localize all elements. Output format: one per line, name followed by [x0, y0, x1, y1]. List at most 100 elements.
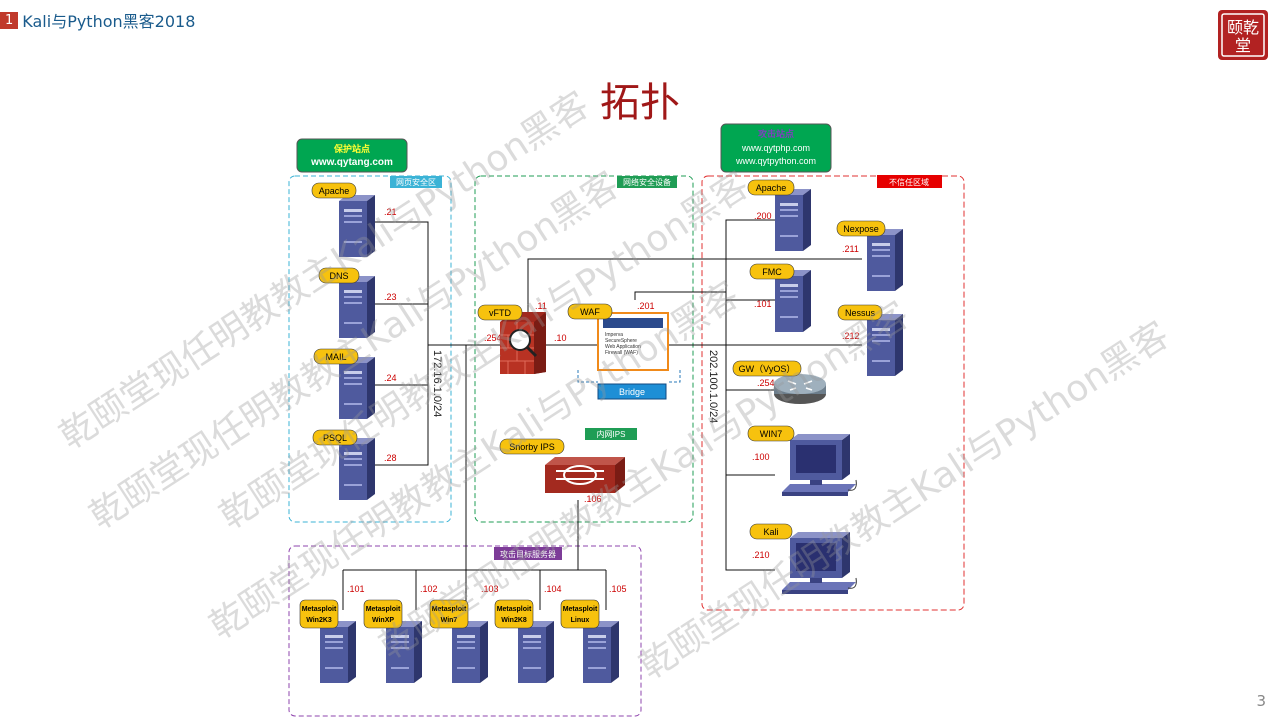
- slide-header: 1 Kali与Python黑客2018: [0, 10, 196, 31]
- left-host-name: PSQL: [323, 433, 347, 443]
- svg-text:.101: .101: [347, 584, 365, 594]
- web-zone-label: 网页安全区: [396, 177, 436, 187]
- right-network-lines: [725, 219, 862, 571]
- server-icon: [775, 189, 811, 251]
- left-host-ip: .24: [384, 373, 397, 383]
- svg-text:.105: .105: [609, 584, 627, 594]
- waf-device-icon: Imperva SecureSphere Web Application Fir…: [597, 312, 669, 371]
- svg-text:堂: 堂: [1235, 36, 1251, 55]
- svg-text:Apache: Apache: [756, 183, 787, 193]
- target-servers: [320, 621, 619, 683]
- security-zone-label: 网络安全设备: [623, 177, 671, 187]
- attacker-site-box: 攻击站点 www.qytphp.com www.qytpython.com: [720, 123, 832, 173]
- server-icon: [867, 314, 903, 376]
- security-zone-border: [474, 175, 694, 523]
- svg-text:.100: .100: [752, 452, 770, 462]
- page-title: 拓扑: [600, 80, 680, 126]
- protected-site-url: www.qytang.com: [310, 157, 393, 168]
- pc-icon: [781, 433, 857, 497]
- svg-text:.200: .200: [754, 211, 772, 221]
- svg-text:Win2K8: Win2K8: [501, 617, 527, 624]
- ips-device-icon: [545, 457, 625, 493]
- server-icon: [518, 621, 554, 683]
- protected-site-title: 保护站点: [333, 143, 370, 154]
- svg-text:颐乾: 颐乾: [1227, 18, 1259, 37]
- left-host-ip: .28: [384, 453, 397, 463]
- server-icon: [339, 276, 375, 338]
- bridge-label: Bridge: [619, 387, 645, 397]
- svg-text:.101: .101: [754, 299, 772, 309]
- router-icon: [774, 374, 826, 404]
- svg-text:.210: .210: [752, 550, 770, 560]
- svg-text:.104: .104: [544, 584, 562, 594]
- svg-text:Kali: Kali: [763, 527, 778, 537]
- vftd-ip-left: .254: [484, 333, 502, 343]
- svg-text:.254: .254: [757, 378, 775, 388]
- left-servers: [339, 195, 375, 500]
- server-icon: [583, 621, 619, 683]
- svg-text:.102: .102: [420, 584, 438, 594]
- right-network-label: 202.100.1.0/24: [707, 350, 719, 423]
- svg-text:FMC: FMC: [762, 267, 782, 277]
- svg-text:.103: .103: [481, 584, 499, 594]
- server-icon: [320, 621, 356, 683]
- vftd-name: vFTD: [489, 308, 511, 318]
- svg-text:Win7: Win7: [441, 617, 458, 624]
- targets-zone-label: 攻击目标服务器: [500, 549, 556, 559]
- left-host-ip: .23: [384, 292, 397, 302]
- left-host-name: Apache: [319, 186, 350, 196]
- svg-text:Web Application: Web Application: [605, 344, 641, 350]
- svg-text:Metasploit: Metasploit: [432, 606, 467, 613]
- svg-text:.212: .212: [842, 331, 860, 341]
- svg-text:GW（VyOS）: GW（VyOS）: [739, 364, 796, 374]
- svg-text:Win2K3: Win2K3: [306, 617, 332, 624]
- svg-text:Metasploit: Metasploit: [302, 606, 337, 613]
- vftd-ip-top: .11: [535, 301, 547, 311]
- attacker-site-url2: www.qytpython.com: [735, 156, 816, 166]
- course-title: Kali与Python黑客2018: [22, 12, 196, 31]
- left-host-name: MAIL: [325, 352, 346, 362]
- svg-text:Nessus: Nessus: [845, 308, 876, 318]
- svg-text:SecureSphere: SecureSphere: [605, 338, 637, 344]
- untrusted-zone-label: 不信任区域: [889, 177, 929, 187]
- left-host-name: DNS: [329, 271, 348, 281]
- svg-text:WinXP: WinXP: [372, 617, 394, 624]
- server-icon: [452, 621, 488, 683]
- logo-seal-icon: 颐乾 堂: [1218, 10, 1268, 60]
- svg-text:Imperva: Imperva: [605, 332, 623, 338]
- target-labels: Metasploit Win2K3 .101 Metasploit WinXP …: [299, 584, 627, 629]
- ips-name: Snorby IPS: [509, 442, 555, 452]
- right-host-labels: Apache .200 Nexpose .211 FMC .101 Nessus…: [732, 179, 886, 560]
- attacker-site-title: 攻击站点: [758, 128, 794, 139]
- svg-text:Linux: Linux: [571, 617, 590, 624]
- inner-ips-label: 内网IPS: [597, 429, 626, 439]
- web-zone-border: [288, 175, 452, 523]
- ips-ip: .106: [584, 494, 602, 504]
- targets-zone-border: [288, 545, 642, 717]
- svg-text:.211: .211: [842, 244, 859, 254]
- bridge-links: [577, 370, 681, 383]
- waf-name: WAF: [580, 307, 600, 317]
- left-host-ip: .21: [384, 207, 397, 217]
- vftd-firewall-icon: [500, 312, 546, 374]
- server-icon: [339, 195, 375, 257]
- vftd-ip-right: .10: [554, 333, 567, 343]
- svg-text:Metasploit: Metasploit: [497, 606, 532, 613]
- server-icon: [339, 357, 375, 419]
- svg-text:WIN7: WIN7: [760, 429, 783, 439]
- protected-site-box: 保护站点 www.qytang.com: [296, 138, 408, 173]
- left-network-lines: [342, 221, 726, 610]
- svg-text:Metasploit: Metasploit: [366, 606, 401, 613]
- page-number: 3: [1256, 692, 1266, 710]
- left-host-labels: Apache .21 DNS .23 MAIL .24 PSQL .28: [311, 182, 397, 463]
- left-network-label: 172.16.1.0/24: [431, 350, 443, 417]
- server-icon: [339, 438, 375, 500]
- pc-icon: [781, 531, 857, 595]
- server-icon: [386, 621, 422, 683]
- svg-text:Nexpose: Nexpose: [843, 224, 879, 234]
- slide-number-badge: 1: [0, 11, 19, 29]
- waf-ip: .201: [637, 301, 655, 311]
- svg-text:Metasploit: Metasploit: [563, 606, 598, 613]
- attacker-site-url1: www.qytphp.com: [741, 143, 810, 153]
